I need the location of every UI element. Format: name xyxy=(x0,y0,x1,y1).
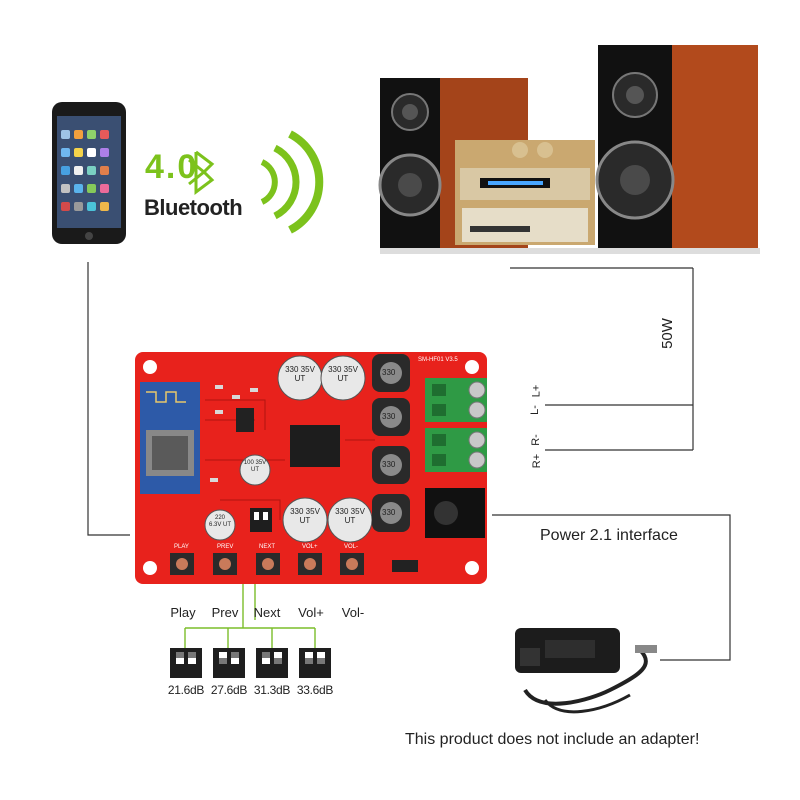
pcb-label: VOL+ xyxy=(302,544,318,550)
pcb-label: PLAY xyxy=(174,544,189,550)
gain-label: 27.6dB xyxy=(210,683,248,697)
power-interface-label: Power 2.1 interface xyxy=(540,527,678,544)
capacitor-label: 220 6.3V UT xyxy=(208,515,231,528)
adapter-not-included-note: This product does not include an adapter… xyxy=(405,731,700,748)
capacitor-label: 330 35V UT xyxy=(290,507,320,525)
capacitor-label: 330 35V UT xyxy=(328,365,358,383)
capacitor-label: 330 35V UT xyxy=(285,365,315,383)
inductor-label: 330 xyxy=(382,508,396,517)
pcb-label: SM-HF01 V3.5 xyxy=(418,357,458,363)
pcb-label: PREV xyxy=(217,544,234,550)
bluetooth-version: 4.0 xyxy=(145,148,199,186)
inductor-label: 330 xyxy=(382,368,396,377)
gain-label: 33.6dB xyxy=(296,683,334,697)
inductor-label: 330 xyxy=(382,460,396,469)
gain-label: 31.3dB xyxy=(253,683,291,697)
button-label-next: Next xyxy=(253,605,281,620)
button-label-vol-up: Vol+ xyxy=(298,605,324,620)
pcb-label: NEXT xyxy=(259,544,276,550)
capacitor-label: 330 35V UT xyxy=(335,507,365,525)
bluetooth-label: Bluetooth xyxy=(144,195,243,220)
inductor-label: 330 xyxy=(382,412,396,421)
capacitor-label: 100 35V UT xyxy=(243,460,267,473)
pcb-label: VOL- xyxy=(344,544,359,550)
button-label-vol-down: Vol- xyxy=(341,605,365,620)
button-label-prev: Prev xyxy=(211,605,239,620)
gain-label: 21.6dB xyxy=(167,683,205,697)
button-label-play: Play xyxy=(170,605,196,620)
